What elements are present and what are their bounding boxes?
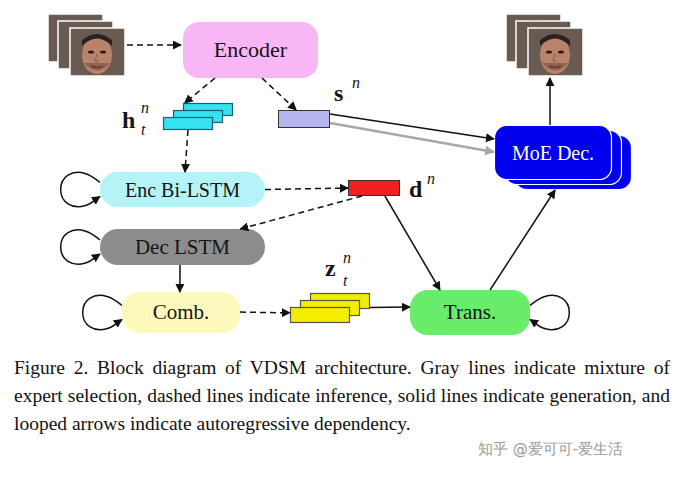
autoregressive-loop bbox=[83, 296, 122, 330]
flow-arrow bbox=[185, 78, 215, 103]
math-symbol: t bbox=[343, 273, 347, 289]
flow-arrow bbox=[179, 265, 181, 292]
autoregressive-loop bbox=[530, 296, 569, 330]
decoder-stack: MoE Dec. bbox=[494, 125, 636, 190]
flow-arrow bbox=[265, 188, 348, 190]
math-symbol: s bbox=[334, 81, 343, 105]
process-box: Dec LSTM bbox=[100, 229, 265, 265]
math-symbol: n bbox=[141, 100, 149, 116]
node-label: Dec LSTM bbox=[135, 237, 230, 258]
input-face bbox=[58, 21, 113, 69]
feature-vector: dn bbox=[348, 180, 400, 196]
flow-arrow bbox=[262, 78, 296, 110]
flow-arrow bbox=[490, 190, 555, 290]
node-label: MoE Dec. bbox=[494, 125, 612, 180]
node-label: Comb. bbox=[153, 302, 210, 323]
encoder-box: Encoder bbox=[183, 22, 318, 78]
math-symbol: n bbox=[343, 250, 351, 266]
stack-layer bbox=[164, 118, 213, 130]
math-symbol: t bbox=[141, 122, 145, 138]
math-symbol: z bbox=[325, 256, 336, 280]
flow-arrow bbox=[240, 311, 290, 313]
process-box: Trans. bbox=[410, 290, 530, 335]
feature-stack: znt bbox=[290, 293, 370, 325]
math-symbol: n bbox=[427, 171, 435, 187]
output-arrow bbox=[549, 78, 551, 125]
flow-arrow bbox=[330, 114, 494, 139]
autoregressive-loop bbox=[61, 230, 100, 264]
feature-vector: sn bbox=[278, 110, 330, 128]
expert-selection-arrow bbox=[330, 123, 494, 152]
node-label: Enc Bi-LSTM bbox=[125, 180, 240, 200]
output-face bbox=[528, 28, 583, 76]
stack-layer bbox=[495, 126, 612, 180]
output-face bbox=[506, 14, 561, 62]
node-label: Trans. bbox=[444, 302, 496, 323]
process-box: Enc Bi-LSTM bbox=[100, 172, 265, 207]
watermark: 知乎 @爱可可-爱生活 bbox=[478, 440, 623, 459]
input-face bbox=[48, 14, 103, 62]
output-face bbox=[516, 21, 571, 69]
math-symbol: d bbox=[409, 177, 422, 201]
flow-arrow bbox=[370, 306, 410, 308]
feature-stack: hnt bbox=[163, 103, 233, 133]
flow-arrow bbox=[185, 130, 188, 172]
node-label: Encoder bbox=[214, 39, 287, 61]
input-arrow bbox=[127, 44, 181, 46]
math-symbol: h bbox=[122, 108, 135, 132]
stack-layer bbox=[291, 308, 350, 323]
stack-outline bbox=[163, 103, 233, 133]
autoregressive-loop bbox=[61, 173, 100, 207]
figure-caption: Figure 2. Block diagram of VDSM architec… bbox=[14, 354, 670, 438]
input-face bbox=[70, 28, 125, 76]
math-symbol: n bbox=[352, 75, 360, 91]
stack-outline bbox=[290, 293, 370, 325]
flow-arrow bbox=[385, 196, 440, 290]
process-box: Comb. bbox=[122, 292, 240, 333]
